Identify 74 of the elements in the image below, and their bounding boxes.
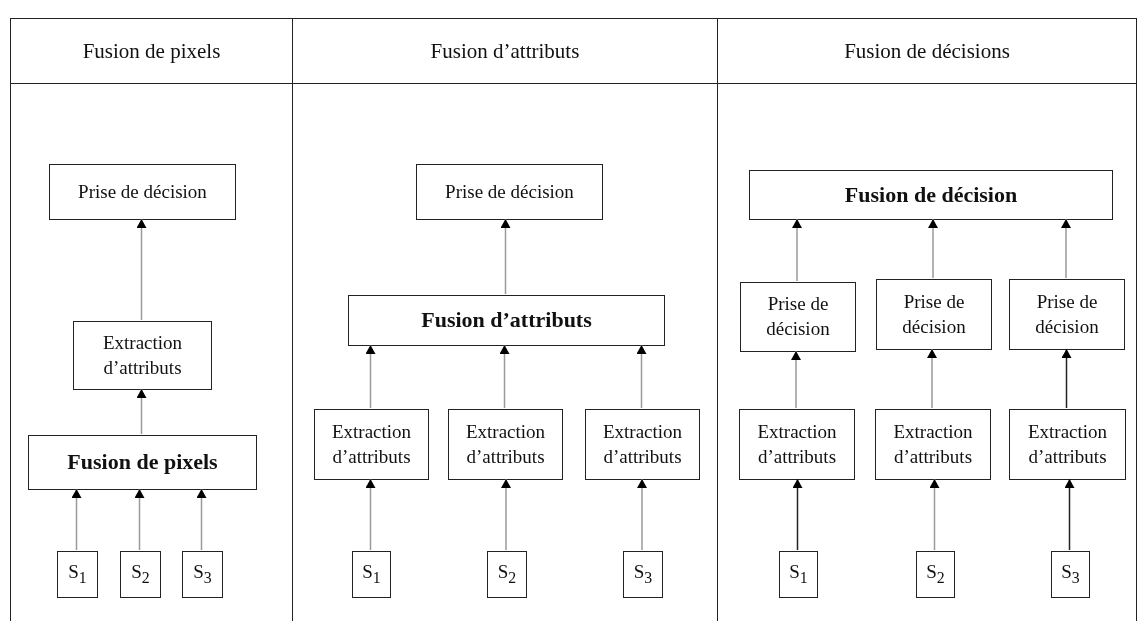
- box-label: Prise de décision: [901, 289, 967, 339]
- table-column: [717, 18, 1137, 621]
- process-box: [352, 551, 391, 598]
- arrow: [1061, 218, 1071, 279]
- process-box: [876, 279, 992, 350]
- box-label: Extraction d’attributs: [1026, 419, 1109, 469]
- box-label: Prise de décision: [78, 179, 207, 204]
- box-label: S$_{1}$: [789, 560, 808, 589]
- arrow: [136, 218, 147, 321]
- arrow: [1064, 478, 1075, 551]
- process-box: [1009, 409, 1126, 480]
- process-box: [585, 409, 700, 480]
- box-label: S$_{1}$: [68, 560, 87, 589]
- process-box: [73, 321, 212, 390]
- process-box: [1009, 279, 1125, 350]
- arrow: [500, 218, 511, 295]
- arrow: [636, 344, 647, 409]
- box-label: S$_{2}$: [926, 560, 945, 589]
- box-label: Extraction d’attributs: [330, 419, 413, 469]
- arrow: [365, 478, 376, 551]
- box-label: Fusion de décision: [844, 180, 1018, 209]
- column-header: Fusion de décisions: [718, 19, 1136, 84]
- box-label: Fusion de pixels: [67, 448, 218, 477]
- box-label: Extraction d’attributs: [101, 330, 184, 380]
- fusion-box: [348, 295, 665, 346]
- arrow: [501, 478, 511, 551]
- arrow: [791, 350, 801, 409]
- fusion-box: [749, 170, 1113, 220]
- box-label: Extraction d’attributs: [464, 419, 547, 469]
- box-label: Prise de décision: [445, 179, 574, 204]
- process-box: [487, 551, 527, 598]
- box-label: Extraction d’attributs: [601, 419, 684, 469]
- box-label: Extraction d’attributs: [756, 419, 838, 469]
- box-label: S$_{1}$: [362, 560, 381, 589]
- process-box: [314, 409, 429, 480]
- arrow: [929, 478, 940, 551]
- arrow: [792, 478, 803, 551]
- process-box: [120, 551, 161, 598]
- arrow: [1061, 348, 1072, 409]
- column-header: Fusion d’attributs: [293, 19, 717, 84]
- arrow: [71, 488, 82, 551]
- box-label: S$_{2}$: [497, 560, 517, 589]
- process-box: [779, 551, 818, 598]
- process-box: [1051, 551, 1090, 598]
- process-box: [182, 551, 223, 598]
- process-box: [916, 551, 955, 598]
- box-label: Fusion d’attributs: [421, 306, 592, 335]
- arrow: [792, 218, 802, 282]
- process-box: [623, 551, 663, 598]
- arrow: [136, 388, 147, 435]
- arrow: [927, 348, 937, 409]
- arrow: [365, 344, 376, 409]
- process-box: [875, 409, 991, 480]
- process-box: [57, 551, 98, 598]
- box-label: S$_{2}$: [131, 560, 150, 589]
- process-box: [739, 409, 855, 480]
- arrow: [499, 344, 510, 409]
- table-column: [10, 18, 293, 621]
- arrow: [134, 488, 145, 551]
- column-header: Fusion de pixels: [11, 19, 292, 84]
- box-label: S$_{3}$: [193, 560, 212, 589]
- process-box: [49, 164, 236, 220]
- arrow: [196, 488, 207, 551]
- box-label: Prise de décision: [1034, 289, 1100, 339]
- box-label: S$_{3}$: [1061, 560, 1080, 589]
- arrow: [928, 218, 938, 279]
- process-box: [740, 282, 856, 352]
- process-box: [416, 164, 603, 220]
- box-label: Prise de décision: [765, 292, 831, 341]
- box-label: Extraction d’attributs: [892, 419, 974, 469]
- fusion-box: [28, 435, 257, 490]
- box-label: S$_{3}$: [633, 560, 653, 589]
- arrow: [637, 478, 647, 551]
- process-box: [448, 409, 563, 480]
